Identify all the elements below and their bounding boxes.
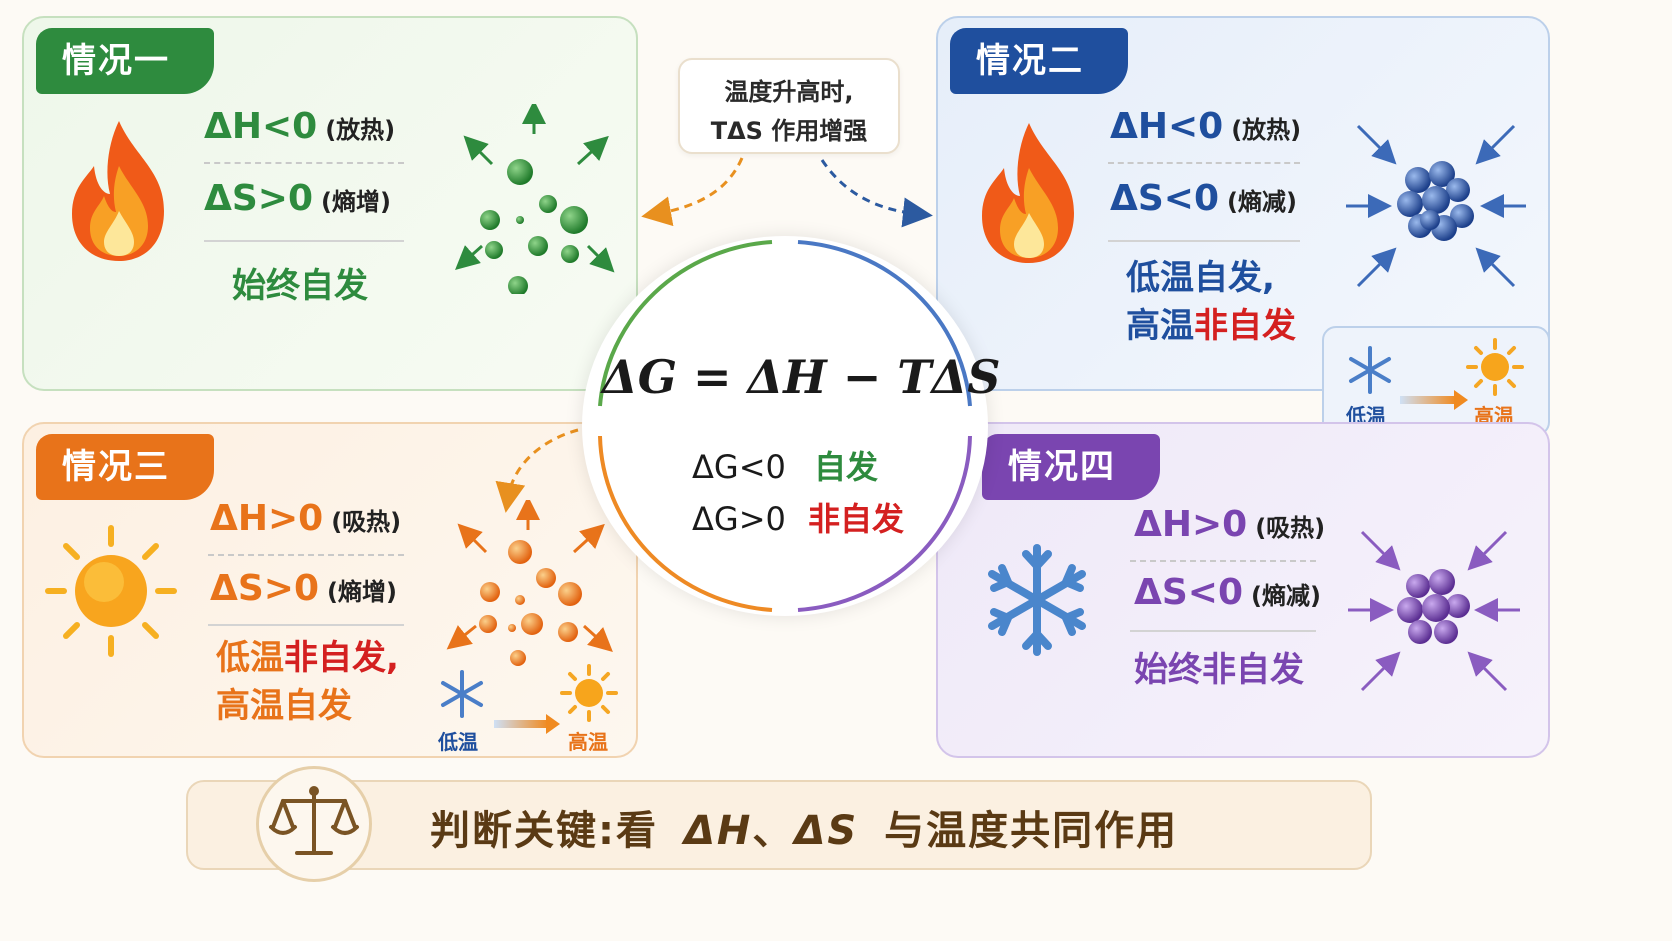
case-3-high-label: 高温 bbox=[568, 730, 608, 754]
case-1-dh-row: ΔH<0(放热) bbox=[204, 106, 395, 147]
scale-badge bbox=[256, 766, 372, 882]
snowflake-icon bbox=[988, 544, 1086, 656]
case-4-dh-row: ΔH>0(吸热) bbox=[1134, 504, 1325, 545]
dg-positive-meaning: 非自发 bbox=[808, 500, 905, 538]
footer-tail: 与温度共同作用 bbox=[884, 808, 1179, 854]
case-4-card: 情况四 ΔH>0(吸热) ΔS<0(熵减) 始终非自发 bbox=[936, 422, 1550, 758]
case-2-conclusion-line2: 高温非自发 bbox=[1126, 302, 1296, 350]
footer-ds: ΔS bbox=[794, 808, 859, 854]
case-2-ds: ΔS<0 bbox=[1110, 178, 1220, 219]
case-3-low-label: 低温 bbox=[438, 730, 478, 754]
flame-icon bbox=[72, 121, 164, 261]
center-rule-2: ΔG>0 非自发 bbox=[692, 494, 904, 540]
case-3-ds-row: ΔS>0(熵增) bbox=[210, 568, 397, 609]
footer-sep: 、 bbox=[752, 808, 795, 854]
case-3-dh-note: (吸热) bbox=[331, 508, 402, 536]
case-2-dh-note: (放热) bbox=[1231, 116, 1302, 144]
case-2-title: 情况二 bbox=[950, 28, 1128, 94]
case-2-conclusion: 低温自发, 高温非自发 bbox=[1126, 254, 1296, 350]
case-3-nonspontaneous: 非自发, bbox=[284, 638, 399, 678]
divider bbox=[1108, 240, 1300, 242]
case-1-ds: ΔS>0 bbox=[204, 178, 314, 219]
sun-icon bbox=[1466, 338, 1524, 396]
flame-icon bbox=[982, 123, 1074, 263]
case-3-ds: ΔS>0 bbox=[210, 568, 320, 609]
dg-negative: ΔG<0 bbox=[692, 448, 786, 486]
case-2-nonspontaneous: 非自发 bbox=[1194, 306, 1296, 346]
case-1-ds-note: (熵增) bbox=[321, 188, 391, 216]
divider bbox=[1130, 560, 1316, 562]
note-line2: TΔS 作用增强 bbox=[710, 117, 868, 145]
molecules-spreading-icon bbox=[455, 104, 615, 294]
footer-dh: ΔH bbox=[683, 808, 753, 854]
snowflake-icon bbox=[1349, 346, 1391, 394]
case-1-ds-row: ΔS>0(熵增) bbox=[204, 178, 391, 219]
arrow-head bbox=[1454, 390, 1468, 410]
case-4-ds: ΔS<0 bbox=[1134, 572, 1244, 613]
case-4-conclusion: 始终非自发 bbox=[1134, 650, 1304, 690]
case-3-ds-note: (熵增) bbox=[327, 578, 397, 606]
center-ring bbox=[598, 240, 972, 612]
dg-negative-meaning: 自发 bbox=[814, 448, 879, 486]
arrow-icon bbox=[1400, 396, 1456, 404]
note-line1: 温度升高时, bbox=[724, 78, 854, 106]
snowflake-icon bbox=[441, 670, 483, 718]
footer-bar bbox=[186, 780, 1372, 870]
case-3-dh: ΔH>0 bbox=[210, 498, 324, 539]
temperature-note: 温度升高时, TΔS 作用增强 bbox=[678, 58, 900, 154]
case-3-conclusion-line1: 低温非自发, bbox=[216, 634, 399, 682]
gibbs-formula: ΔG = ΔH − TΔS bbox=[602, 350, 1001, 404]
case-1-title: 情况一 bbox=[36, 28, 214, 94]
case-4-title: 情况四 bbox=[982, 434, 1160, 500]
divider bbox=[1108, 162, 1300, 164]
divider bbox=[204, 240, 404, 242]
footer-text: 判断关键:看 ΔH、ΔS 与温度共同作用 bbox=[430, 798, 1178, 856]
case-2-ds-note: (熵减) bbox=[1227, 188, 1297, 216]
case-4-ds-note: (熵减) bbox=[1251, 582, 1321, 610]
case-4-ds-row: ΔS<0(熵减) bbox=[1134, 572, 1321, 613]
divider bbox=[208, 624, 404, 626]
case-2-ds-row: ΔS<0(熵减) bbox=[1110, 178, 1297, 219]
footer-lead: 判断关键:看 bbox=[430, 808, 658, 854]
case-4-dh-note: (吸热) bbox=[1255, 514, 1326, 542]
case-3-conclusion-line2: 高温自发 bbox=[216, 686, 352, 726]
center-rule-1: ΔG<0 自发 bbox=[692, 442, 878, 488]
dg-positive: ΔG>0 bbox=[692, 500, 786, 538]
arrow-icon bbox=[494, 720, 548, 728]
sun-icon bbox=[560, 664, 618, 722]
case-2-conclusion-line1: 低温自发, bbox=[1126, 258, 1275, 298]
case-3-low: 低温 bbox=[216, 638, 284, 678]
balance-scale-icon bbox=[269, 786, 359, 855]
case-2-high: 高温 bbox=[1126, 306, 1194, 346]
case-1-conclusion: 始终自发 bbox=[232, 266, 368, 306]
case-3-card: 情况三 ΔH>0(吸热) ΔS>0(熵增) 低温非自发, 高温自发 低温 bbox=[22, 422, 638, 758]
case-3-dh-row: ΔH>0(吸热) bbox=[210, 498, 401, 539]
case-1-dh-note: (放热) bbox=[325, 116, 396, 144]
divider bbox=[1130, 630, 1316, 632]
case-3-conclusion: 低温非自发, 高温自发 bbox=[216, 634, 399, 730]
case-1-card: 情况一 ΔH<0(放热) ΔS>0(熵增) 始终自发 bbox=[22, 16, 638, 391]
arrow-head bbox=[546, 714, 560, 734]
case-3-title: 情况三 bbox=[36, 434, 214, 500]
sun-icon bbox=[45, 525, 177, 657]
case-1-dh: ΔH<0 bbox=[204, 106, 318, 147]
case-2-dh: ΔH<0 bbox=[1110, 106, 1224, 147]
molecules-spreading-icon bbox=[446, 500, 613, 666]
divider bbox=[208, 554, 404, 556]
molecules-compressed-icon bbox=[1346, 124, 1526, 288]
divider bbox=[204, 162, 404, 164]
case-4-dh: ΔH>0 bbox=[1134, 504, 1248, 545]
molecules-compressed-icon bbox=[1348, 530, 1520, 692]
case-2-dh-row: ΔH<0(放热) bbox=[1110, 106, 1301, 147]
